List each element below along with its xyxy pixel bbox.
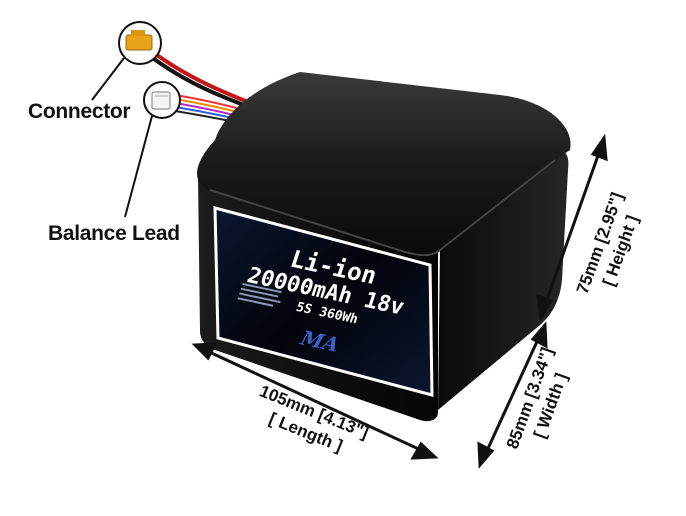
balance-lead-icon: [143, 81, 181, 119]
width-label: 85mm [3.34"] [ Width ]: [503, 345, 571, 451]
balance-lead-leader-line: [124, 115, 153, 218]
battery-side-face: [438, 150, 569, 410]
battery-label: Li-ion 20000mAh 18v 5S 360Wh MA: [213, 206, 434, 397]
fine-print: [237, 282, 282, 307]
height-arrow: [536, 133, 608, 322]
connector-leader-line: [91, 57, 125, 101]
width-arrow: [477, 321, 548, 469]
length-arrow: [191, 342, 439, 460]
battery-top-face: [197, 72, 571, 256]
connector-icon: [118, 21, 162, 65]
connector-callout: Connector: [28, 100, 131, 123]
balance-lead-callout: Balance Lead: [48, 222, 180, 245]
height-label: 75mm [2.95"] [ Height ]: [573, 190, 642, 296]
